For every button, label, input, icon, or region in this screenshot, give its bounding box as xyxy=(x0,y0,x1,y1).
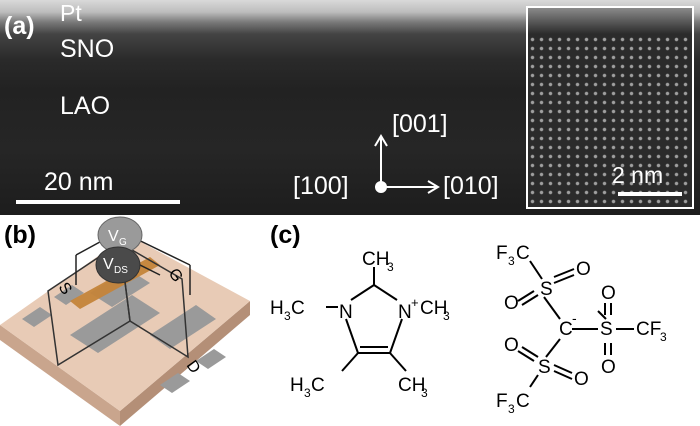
svg-text:C: C xyxy=(291,298,305,319)
scale-bar xyxy=(16,200,180,204)
cation-ch3-top: CH xyxy=(362,249,389,270)
electrode-pad-4 xyxy=(196,349,226,369)
anion-f3c-bottom-f: F xyxy=(496,391,508,412)
stem-image-panel: (a) Pt SNO LAO 20 nm [001] [100] [010] 2… xyxy=(0,0,700,215)
axis-001-arrowhead xyxy=(374,134,388,147)
panel-c-label: (c) xyxy=(270,221,301,249)
atomic-resolution-inset: 2 nm xyxy=(526,6,694,209)
anion-cf3-right: CF xyxy=(636,319,661,340)
axis-origin-dot xyxy=(375,181,387,193)
device-schematic: V G V DS S G D xyxy=(0,216,250,426)
vds-label-main: V xyxy=(103,256,114,273)
panel-b-label: (b) xyxy=(4,221,36,249)
svg-text:3: 3 xyxy=(443,309,450,323)
svg-text:C: C xyxy=(516,391,530,412)
anion-central-c: C xyxy=(559,319,573,340)
electrode-pad-1 xyxy=(22,307,52,327)
inset-scale-bar-label: 2 nm xyxy=(612,162,664,188)
svg-text:C: C xyxy=(516,243,530,264)
svg-text:3: 3 xyxy=(508,254,515,268)
vg-label-main: V xyxy=(108,228,119,245)
anion-o2: O xyxy=(504,293,519,314)
anion-o4: O xyxy=(601,357,616,378)
svg-text:3: 3 xyxy=(387,260,394,274)
vds-meter xyxy=(95,246,141,284)
cation-n-left: N xyxy=(339,302,353,323)
ionic-liquid-frame-side xyxy=(119,241,189,359)
electrode-pad-2 xyxy=(54,285,84,305)
svg-text:C: C xyxy=(311,375,325,396)
cation-charge: + xyxy=(411,295,419,310)
substrate-right-face xyxy=(120,301,250,426)
electrode-pad-3 xyxy=(160,373,190,393)
cation-h3c-left-h: H xyxy=(270,298,284,319)
svg-text:3: 3 xyxy=(421,386,428,400)
svg-text:3: 3 xyxy=(508,402,515,416)
drain-electrode xyxy=(70,295,160,353)
cation-h3c-bottom-h: H xyxy=(290,375,304,396)
anion-o3: O xyxy=(601,283,616,304)
cation-structure xyxy=(326,267,407,372)
lao-layer-label: LAO xyxy=(60,92,111,120)
anion-structure xyxy=(517,260,634,388)
inset-scale-bar xyxy=(618,192,682,196)
panel-a-label: (a) xyxy=(4,12,35,40)
anion-f3c-top-f: F xyxy=(496,243,508,264)
svg-text:3: 3 xyxy=(660,330,667,344)
gate-electrode xyxy=(150,305,216,349)
axis-010-label: [010] xyxy=(443,172,499,200)
cation-ch3-bottom: CH xyxy=(398,375,425,396)
sno-layer-label: SNO xyxy=(60,35,115,63)
axis-001-label: [001] xyxy=(392,110,448,138)
pt-layer-label: Pt xyxy=(60,0,82,26)
anion-charge: - xyxy=(572,310,577,326)
ionic-liquid-structures: CH 3 H 3 C N N + CH 3 H 3 C CH 3 F 3 C S… xyxy=(270,243,667,416)
svg-text:CH: CH xyxy=(420,298,447,319)
anion-s-right: S xyxy=(600,319,613,340)
substrate-left-face xyxy=(0,325,120,426)
cation-n-right: N xyxy=(398,302,412,323)
scale-bar-label: 20 nm xyxy=(44,168,114,196)
anion-o5: O xyxy=(574,369,589,390)
anion-s-bottom: S xyxy=(538,357,551,378)
svg-text:3: 3 xyxy=(304,386,311,400)
vds-label-sub: DS xyxy=(114,265,128,276)
anion-o1: O xyxy=(576,259,591,280)
svg-text:3: 3 xyxy=(284,309,291,323)
vg-label-sub: G xyxy=(119,237,127,248)
anion-s-top: S xyxy=(540,279,553,300)
axis-010-arrowhead xyxy=(427,180,440,194)
anion-o6: O xyxy=(504,335,519,356)
axis-100-label: [100] xyxy=(293,172,349,200)
